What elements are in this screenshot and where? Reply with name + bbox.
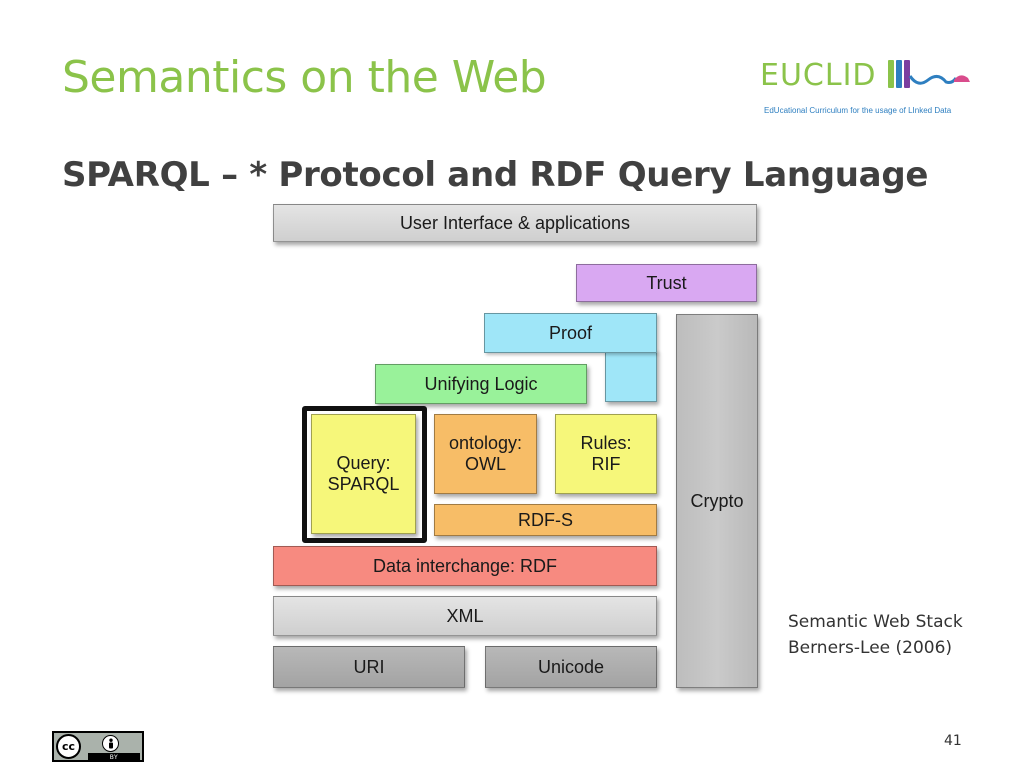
caption-line-2: Berners-Lee (2006)	[788, 637, 953, 658]
layer-proof: Proof	[484, 313, 657, 353]
logo-wordmark: EUCLID	[760, 58, 877, 93]
wave-icon	[908, 75, 970, 85]
layer-crypto: Crypto	[676, 314, 758, 688]
layer-proof-extension	[605, 350, 657, 402]
cc-icon: cc	[56, 734, 81, 759]
layer-unifying-logic: Unifying Logic	[375, 364, 587, 404]
query-highlight-frame	[302, 406, 427, 543]
book-icon	[904, 60, 910, 88]
layer-xml: XML	[273, 596, 657, 636]
layer-rdfs: RDF-S	[434, 504, 657, 536]
layer-trust: Trust	[576, 264, 757, 302]
caption-line-1: Semantic Web Stack	[788, 612, 963, 632]
book-icon	[888, 60, 894, 88]
layer-unicode: Unicode	[485, 646, 657, 688]
logo-tagline: EdUcational Curriculum for the usage of …	[764, 106, 952, 115]
figure-caption: Semantic Web Stack Berners-Lee (2006)	[788, 610, 963, 661]
layer-rdf: Data interchange: RDF	[273, 546, 657, 586]
euclid-logo: EUCLID EdUcational Curriculum for the us…	[760, 58, 990, 120]
book-icon	[896, 60, 902, 88]
by-label: BY	[88, 753, 140, 761]
slide-title: Semantics on the Web	[62, 52, 547, 103]
page-number: 41	[944, 733, 962, 749]
layer-rules-rif: Rules: RIF	[555, 414, 657, 494]
cc-by-license-badge[interactable]: cc BY	[52, 731, 144, 762]
slide-subtitle: SPARQL – * Protocol and RDF Query Langua…	[62, 155, 929, 195]
layer-ui: User Interface & applications	[273, 204, 757, 242]
person-icon	[102, 735, 119, 752]
layer-query-sparql: Query: SPARQL	[311, 414, 416, 534]
layer-uri: URI	[273, 646, 465, 688]
layer-ontology-owl: ontology: OWL	[434, 414, 537, 494]
